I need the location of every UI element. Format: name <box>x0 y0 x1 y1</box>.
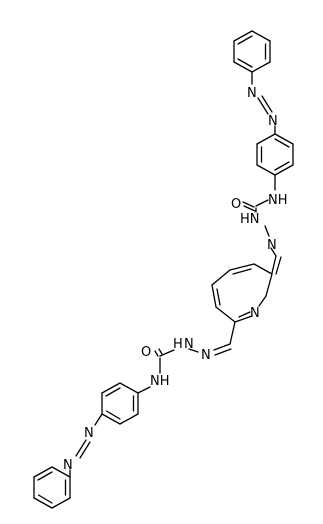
atom-h-bottom: H <box>173 337 183 352</box>
atom-o-bottom: O <box>141 345 151 360</box>
atom-o-top: O <box>231 197 241 212</box>
top-azo-group <box>251 71 276 135</box>
atom-n-pyridine: N <box>250 306 260 321</box>
atom-nh-top: NH <box>268 193 288 208</box>
atom-n-azo-bottom-2: N <box>63 458 73 473</box>
upper-phenylene-ring <box>256 133 294 191</box>
top-phenyl-ring <box>233 30 271 73</box>
bottom-imine-bond <box>213 321 236 356</box>
atom-hn-top: HN <box>240 212 260 227</box>
atom-nh-bottom: NH <box>150 374 170 389</box>
pyridine-ring <box>211 263 273 323</box>
bottom-phenyl-ring <box>33 466 71 509</box>
atom-n-bottom: N <box>184 337 194 352</box>
top-imine-bond <box>271 255 282 275</box>
atom-n-azo-top-2: N <box>268 114 278 129</box>
bottom-semicarbazone-linker <box>154 348 199 374</box>
atom-n-azo-top-1: N <box>247 86 257 101</box>
bottom-azo-group <box>69 413 103 478</box>
atom-n-hydrazone-top: N <box>267 238 277 253</box>
atom-n-hydrazone-bottom: N <box>201 348 211 363</box>
atom-n-azo-bottom-1: N <box>84 426 94 441</box>
top-semicarbazone-linker <box>242 199 277 257</box>
lower-phenylene-ring <box>101 382 151 425</box>
